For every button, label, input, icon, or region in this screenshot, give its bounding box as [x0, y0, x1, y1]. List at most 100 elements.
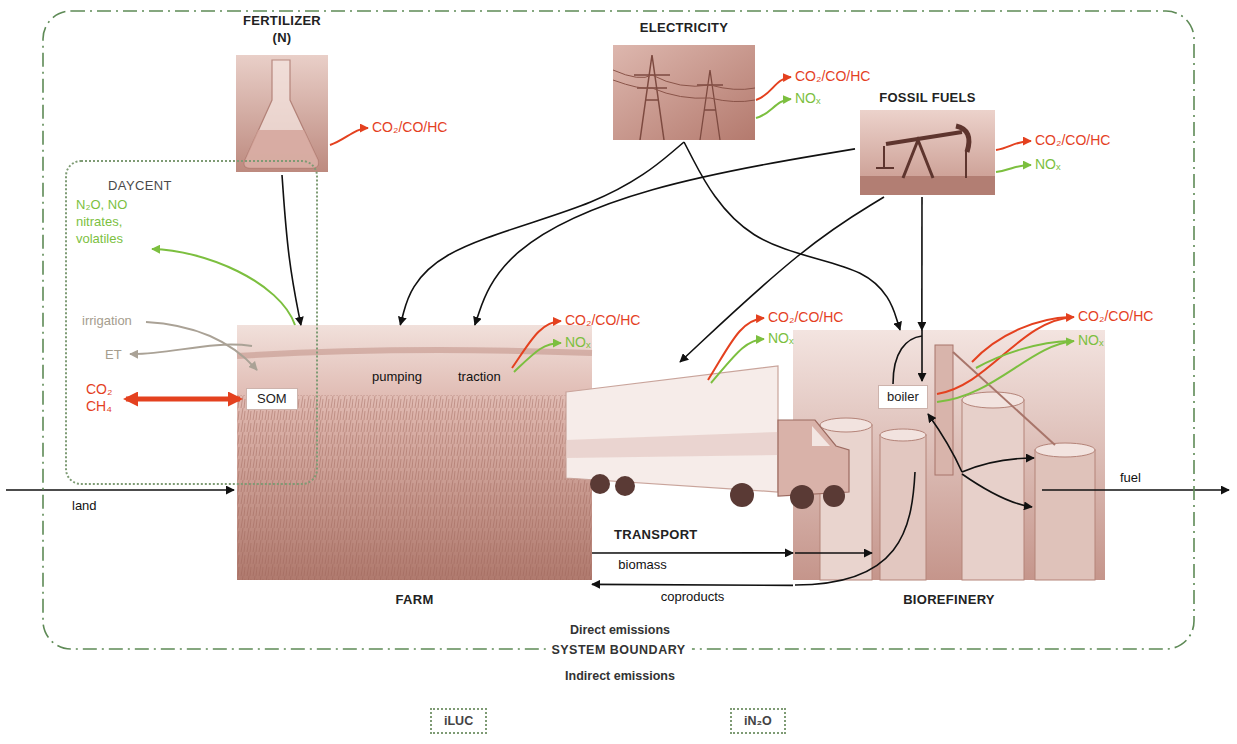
fertilizer-picture: [236, 55, 328, 172]
silo-shape: [1035, 450, 1095, 580]
section-label: Direct emissions: [570, 622, 670, 639]
node-text: iLUC: [444, 713, 473, 729]
flow-connector: [921, 197, 923, 330]
flow-label: irrigation: [82, 312, 132, 329]
truck-wheel: [590, 474, 610, 494]
emission-label: NOₓ: [795, 90, 821, 107]
node-text: boiler: [887, 389, 919, 405]
indirect-box: iN₂O: [730, 708, 786, 734]
electricity-picture: [613, 45, 755, 140]
emission-arrow: [756, 77, 791, 100]
operation-label: pumping: [372, 368, 422, 385]
node-text: FARM: [395, 592, 433, 608]
flow-label: ET: [105, 346, 122, 363]
tower-shape: [935, 345, 953, 475]
process-line: [893, 336, 922, 384]
connector-label: biomass: [618, 557, 666, 572]
flow-connector: [475, 149, 855, 325]
ground-band: [860, 176, 995, 195]
process-arrow: [928, 414, 962, 472]
fuel-arrow: [1042, 489, 1229, 491]
process-arrow: [962, 474, 1032, 507]
flow-connector: [684, 142, 900, 330]
input-picture: FOSSIL FUELS: [855, 90, 1000, 197]
emission-arrow: [756, 99, 791, 118]
unit-box: boiler: [878, 385, 928, 409]
node-text: SOM: [257, 391, 287, 407]
input-picture: FERTILIZER (N): [226, 12, 338, 175]
flow-label: fuel: [1120, 469, 1141, 486]
boundary-line: [43, 11, 1194, 649]
emission-label: CO₂/CO/HC: [795, 68, 870, 85]
silo-cap: [820, 418, 872, 432]
stage-picture: boilerBIOREFINERY: [793, 330, 1105, 610]
pylon-symbol: [634, 55, 670, 140]
emission-label: NOₓ: [1078, 332, 1104, 349]
flow-label: land: [72, 497, 97, 514]
flow-connector: [592, 552, 793, 554]
process-arrow: [921, 330, 923, 381]
flow-connector: [282, 175, 301, 325]
stage-picture: TRANSPORT: [570, 362, 850, 545]
power-wire: [613, 70, 755, 102]
process-arrow: [795, 552, 872, 554]
silo-cap: [880, 429, 926, 441]
process-arrow: [962, 458, 1034, 472]
pumpjack-beam: [886, 132, 962, 144]
emission-arrow: [330, 128, 368, 145]
cab-window: [812, 426, 830, 446]
emission-label: CO₂/CO/HC: [372, 119, 447, 136]
flow-connector: [680, 197, 884, 362]
emission-arrow: [937, 317, 1074, 394]
pool-box: SOM: [246, 388, 298, 410]
operation-label: traction: [458, 368, 501, 385]
emission-label: NOₓ: [565, 334, 591, 351]
emission-label: NOₓ: [768, 330, 794, 347]
emission-label: CO₂/CO/HC: [1035, 132, 1110, 149]
node-text: FERTILIZER (N): [236, 12, 328, 46]
pumpjack-head: [956, 126, 969, 152]
emission-arrow: [996, 141, 1031, 150]
truck-wheel: [790, 485, 814, 509]
emission-label: CO₂/CO/HC: [768, 309, 843, 326]
system-boundary: DAYCENTFERTILIZER (N)ELECTRICITYFOSSIL F…: [42, 10, 1195, 650]
node-text: BIOREFINERY: [903, 592, 995, 608]
emission-arrow: [972, 317, 1070, 362]
flow-connector: [592, 584, 793, 585]
truck-wheel: [823, 485, 845, 507]
grass-texture: [237, 395, 592, 580]
flask-liquid: [244, 130, 318, 168]
pumpjack-post: [903, 140, 933, 178]
water-arrow: [130, 345, 252, 354]
node-text: ELECTRICITY: [640, 20, 729, 36]
process-line: [795, 472, 915, 585]
silo-cap: [1035, 443, 1095, 457]
conveyor-line: [953, 352, 1055, 445]
silo-cap: [962, 392, 1024, 408]
node-text: FOSSIL FUELS: [879, 90, 976, 106]
fossil-fuel-picture: [860, 110, 995, 195]
land-arrow: [6, 489, 234, 491]
stage-picture: SOM FARM: [237, 325, 592, 610]
emission-label: CO₂/CO/HC: [565, 312, 640, 329]
section-label: Indirect emissions: [565, 668, 675, 685]
node-text: SYSTEM BOUNDARY: [545, 642, 691, 658]
flask-shape: [244, 60, 318, 168]
trailer-stripe: [566, 432, 778, 458]
emission-label: NOₓ: [1035, 156, 1061, 173]
emission-arrow: [937, 341, 1074, 402]
pylon-symbol: [697, 70, 723, 140]
emission-label: CO₂/CO/HC: [1078, 308, 1153, 325]
connector-label: coproducts: [661, 589, 725, 604]
emission-label: CO₂ CH₄: [86, 381, 118, 415]
node-text: TRANSPORT: [614, 527, 698, 543]
emission-arrow: [711, 339, 764, 383]
emission-label: N₂O, NO nitrates, volatiles: [76, 196, 142, 247]
emission-arrow: [976, 341, 1070, 368]
truck-cab: [778, 420, 849, 496]
pumpjack-rod: [876, 146, 966, 178]
exchange-arrow: [126, 397, 240, 402]
emission-arrow: [514, 343, 561, 372]
silo-shape: [962, 400, 1024, 580]
